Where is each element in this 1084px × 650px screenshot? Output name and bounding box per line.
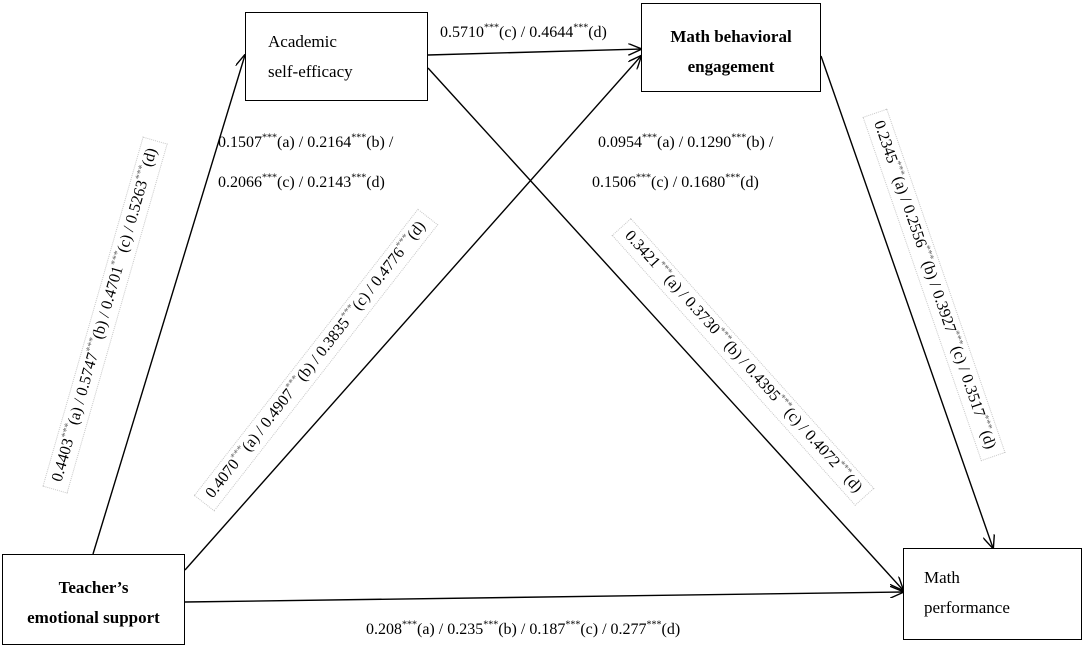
group-tag: (a): [657, 134, 675, 151]
coef-support-to-engagement-line2: 0.1506***(c) / 0.1680***(d): [592, 172, 759, 191]
node-math-performance: Math performance: [903, 548, 1082, 640]
node-label: emotional support: [27, 608, 160, 627]
significance-stars: ***: [484, 22, 499, 34]
significance-stars: ***: [565, 619, 581, 631]
coef-selfefficacy-to-performance-line1: 0.1507***(a) / 0.2164***(b) /: [218, 132, 394, 151]
significance-stars: ***: [731, 132, 747, 144]
node-math-behavioral-engagement: Math behavioral engagement: [641, 3, 821, 92]
coef-value: 0.187: [529, 621, 566, 638]
coef-value: 0.235: [447, 621, 484, 638]
coef-value: 0.1506: [592, 174, 636, 191]
arrow-selfefficacy-to-performance: [427, 67, 903, 590]
node-label: engagement: [687, 57, 775, 76]
coef-value: 0.277: [610, 621, 647, 638]
significance-stars: ***: [262, 172, 277, 184]
significance-stars: ***: [646, 619, 662, 631]
coef-value: 0.5710: [440, 24, 484, 41]
coef-value: 0.1290: [687, 134, 732, 151]
group-tag: (c): [114, 232, 136, 255]
significance-stars: ***: [642, 132, 657, 144]
coef-selfefficacy-to-engagement: 0.5710***(c) / 0.4644***(d): [440, 22, 607, 41]
group-tag: (b): [918, 258, 941, 282]
group-tag: (a): [889, 174, 912, 197]
coef-selfefficacy-to-performance-line2: 0.2066***(c) / 0.2143***(d): [218, 172, 385, 191]
group-tag: (c): [499, 24, 517, 41]
node-label: self-efficacy: [268, 62, 353, 81]
group-tag: (b): [498, 621, 517, 638]
coef-value: 0.2164: [307, 134, 352, 151]
node-label: Academic: [268, 32, 337, 51]
group-tag: (d): [740, 174, 759, 191]
group-tag: (c): [277, 174, 295, 191]
group-tag: (d): [976, 428, 999, 452]
coef-support-to-engagement-line1: 0.0954***(a) / 0.1290***(b) /: [598, 132, 774, 151]
arrow-support-to-performance: [184, 592, 903, 603]
node-label: Teacher’s: [58, 578, 129, 597]
arrow-support-to-selfefficacy: [92, 55, 245, 555]
significance-stars: ***: [402, 619, 417, 631]
node-teachers-emotional-support: Teacher’s emotional support: [2, 554, 185, 645]
significance-stars: ***: [351, 132, 367, 144]
coef-value: 0.2143: [307, 174, 352, 191]
node-label: performance: [924, 598, 1010, 617]
coef-value: 0.2066: [218, 174, 262, 191]
coef-value: 0.1680: [681, 174, 726, 191]
coef-value: 0.0954: [598, 134, 642, 151]
node-academic-self-efficacy: Academic self-efficacy: [245, 12, 428, 101]
significance-stars: ***: [351, 172, 367, 184]
coef-value: 0.4644: [529, 24, 574, 41]
group-tag: (b): [89, 318, 112, 342]
group-tag: (d): [588, 24, 607, 41]
arrow-support-to-engagement: [184, 56, 641, 571]
arrow-selfefficacy-to-engagement: [427, 49, 641, 56]
coef-value: 0.1507: [218, 134, 262, 151]
arrow-engagement-to-performance: [820, 55, 993, 548]
significance-stars: ***: [725, 172, 741, 184]
node-label: Math: [924, 568, 960, 587]
group-tag: (d): [366, 174, 385, 191]
group-tag: (b): [366, 134, 385, 151]
group-tag: (c): [947, 343, 970, 367]
group-tag: (a): [417, 621, 435, 638]
node-label: Math behavioral: [670, 27, 792, 46]
group-tag: (a): [277, 134, 295, 151]
significance-stars: ***: [262, 132, 277, 144]
group-tag: (d): [661, 621, 681, 638]
coef-value: 0.208: [366, 621, 402, 638]
group-tag: (c): [651, 174, 669, 191]
coef-support-to-performance: 0.208***(a) / 0.235***(b) / 0.187***(c) …: [366, 619, 681, 638]
significance-stars: ***: [573, 22, 589, 34]
group-tag: (b): [746, 134, 765, 151]
significance-stars: ***: [636, 172, 651, 184]
significance-stars: ***: [483, 619, 499, 631]
group-tag: (c): [580, 621, 599, 638]
